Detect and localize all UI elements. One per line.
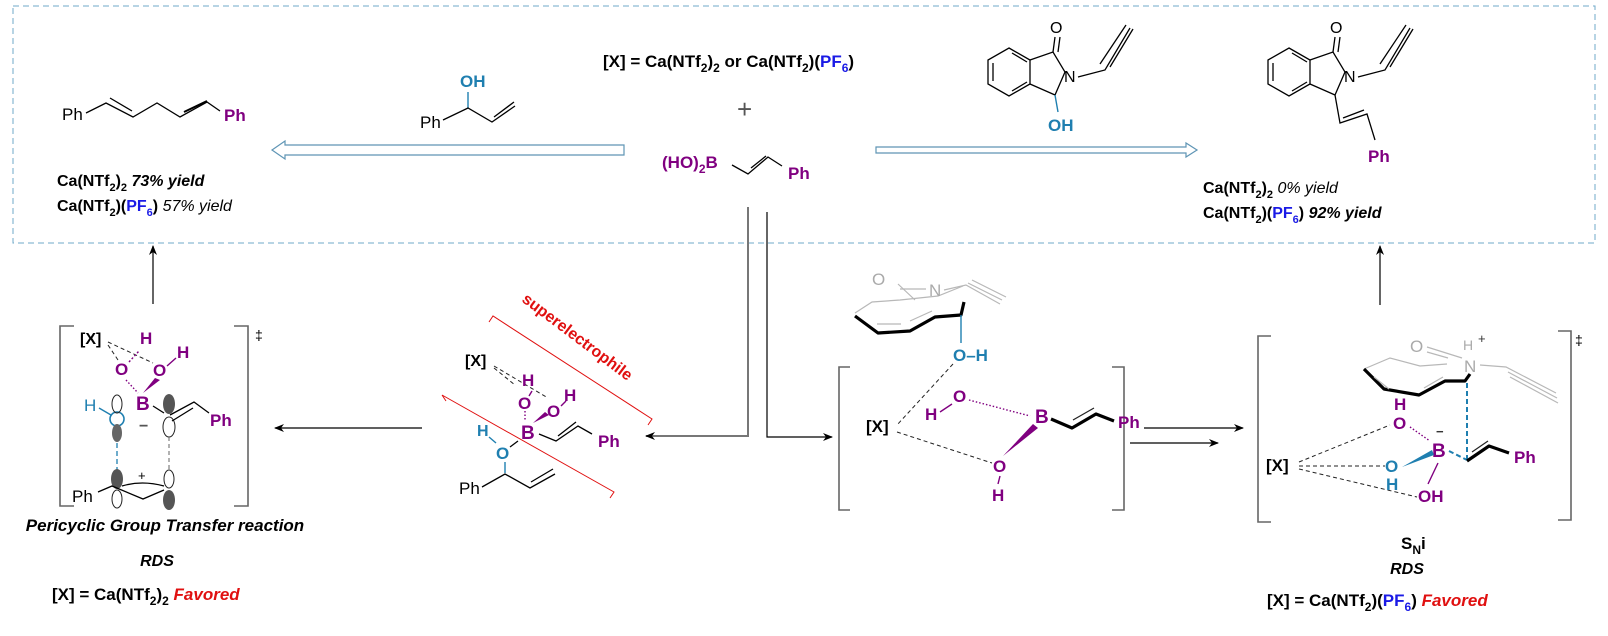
superelectrophile-h1: H <box>522 371 534 390</box>
complex-grey-o: O <box>872 270 885 289</box>
pericyclic-o1: O <box>115 360 128 379</box>
catalyst-definition: [X] = Ca(NTf2)2 or Ca(NTf2)(PF6) <box>603 52 854 75</box>
complex-h2: H <box>992 486 1004 505</box>
hydroxylactam-reagent: O N OH <box>987 20 1134 135</box>
sni-caption: SNi <box>1401 534 1426 557</box>
product-carbonyl-o: O <box>1330 20 1342 37</box>
sni-o-purple: O <box>1393 414 1406 433</box>
superelectrophile-o1: O <box>518 394 531 413</box>
conditions-box <box>12 5 1596 244</box>
right-yield-ca-ntf2-2: Ca(NTf2)2 0% yield <box>1203 180 1339 201</box>
arrow-to-superelectrophile <box>645 207 749 440</box>
reagent-carbonyl-o: O <box>1050 20 1062 37</box>
superelectrophile-h-blue: H <box>477 423 489 440</box>
superelectrophile-o2: O <box>547 402 560 421</box>
arrow-to-complex <box>766 212 833 441</box>
sni-dagger: ‡ <box>1575 332 1583 348</box>
pericyclic-b: B <box>136 394 150 415</box>
sni-grey-n: N <box>1464 357 1476 376</box>
complex-x: [X] <box>866 417 889 436</box>
superelectrophile-ph-bottom: Ph <box>459 479 480 498</box>
complex-grey-n: N <box>929 281 941 300</box>
sni-favored: [X] = Ca(NTf2)(PF6) Favored <box>1267 591 1488 614</box>
complex-oh-blue: O–H <box>953 346 988 365</box>
right-product-lactam: O N Ph <box>1267 20 1414 166</box>
allyl-alcohol: OH Ph <box>420 72 516 132</box>
left-product-diene: Ph Ph <box>62 97 246 125</box>
sni-o-blue: O <box>1385 457 1398 476</box>
product-n: N <box>1344 69 1356 86</box>
sni-x: [X] <box>1266 456 1289 475</box>
pericyclic-rds: RDS <box>140 553 174 570</box>
boronic-acid-ph: Ph <box>788 164 810 183</box>
sni-oh: OH <box>1418 487 1444 506</box>
pericyclic-h-blue: H <box>84 396 96 415</box>
styrylboronic-acid: (HO)2B Ph <box>662 153 810 183</box>
superelectrophile-h2: H <box>564 386 576 405</box>
open-arrow-left <box>270 139 625 161</box>
sni-minus: − <box>1436 424 1444 439</box>
pericyclic-ph-right: Ph <box>210 411 232 430</box>
left-yield-ca-ntf2-pf6: Ca(NTf2)(PF6) 57% yield <box>57 198 233 219</box>
pericyclic-x: [X] <box>80 331 101 348</box>
superelectrophile-ph: Ph <box>598 432 620 451</box>
superelectrophile-o-blue: O <box>496 444 509 463</box>
sni-transition-state: ‡ O N H + H O − B Ph [X] O H OH <box>1257 330 1583 523</box>
reagent-oh: OH <box>1048 116 1074 135</box>
sni-grey-o: O <box>1410 337 1423 356</box>
sni-b: B <box>1432 441 1446 462</box>
left-product-ph-left: Ph <box>62 105 83 124</box>
allyl-alcohol-ph: Ph <box>420 113 441 132</box>
right-yield-ca-ntf2-pf6: Ca(NTf2)(PF6) 92% yield <box>1203 205 1383 226</box>
sni-rds: RDS <box>1390 561 1424 578</box>
sni-grey-h: H <box>1463 337 1473 353</box>
pericyclic-dagger: ‡ <box>255 327 263 343</box>
pericyclic-plus: + <box>138 468 146 483</box>
sni-h-purple: H <box>1394 395 1406 414</box>
sni-h-blue: H <box>1386 475 1398 494</box>
reagent-n: N <box>1064 69 1076 86</box>
pericyclic-favored: [X] = Ca(NTf2)2 Favored <box>52 585 240 608</box>
left-product-ph-right: Ph <box>224 106 246 125</box>
pericyclic-ph-left: Ph <box>72 487 93 506</box>
superelectrophile-x: [X] <box>465 353 486 370</box>
complex-o2: O <box>993 457 1006 476</box>
pericyclic-minus: − <box>139 418 148 435</box>
sni-plus: + <box>1478 331 1486 346</box>
pericyclic-transition-state: ‡ [X] H H O O B − H Ph + Ph <box>59 325 263 510</box>
complex-ph: Ph <box>1118 413 1140 432</box>
left-yield-ca-ntf2-2: Ca(NTf2)2 73% yield <box>57 173 206 194</box>
product-ph: Ph <box>1368 147 1390 166</box>
complex-o1: O <box>953 387 966 406</box>
superelectrophile-b: B <box>521 423 535 444</box>
boronic-acid-head: (HO)2B <box>662 153 718 176</box>
open-arrow-right <box>875 141 1199 159</box>
pericyclic-o2: O <box>153 361 166 380</box>
pericyclic-caption: Pericyclic Group Transfer reaction <box>26 516 304 535</box>
sni-ph: Ph <box>1514 448 1536 467</box>
complex-b: B <box>1035 407 1049 428</box>
pericyclic-h2: H <box>177 343 189 362</box>
superelectrophile-complex: superelectrophile [X] H H O O B Ph H O P… <box>441 291 653 499</box>
complex-h1: H <box>925 405 937 424</box>
lactam-boronic-complex: O N O–H [X] H O B Ph O H <box>838 270 1140 511</box>
plus-sign: + <box>737 94 752 124</box>
allyl-alcohol-oh: OH <box>460 72 486 91</box>
pericyclic-h1: H <box>140 329 152 348</box>
